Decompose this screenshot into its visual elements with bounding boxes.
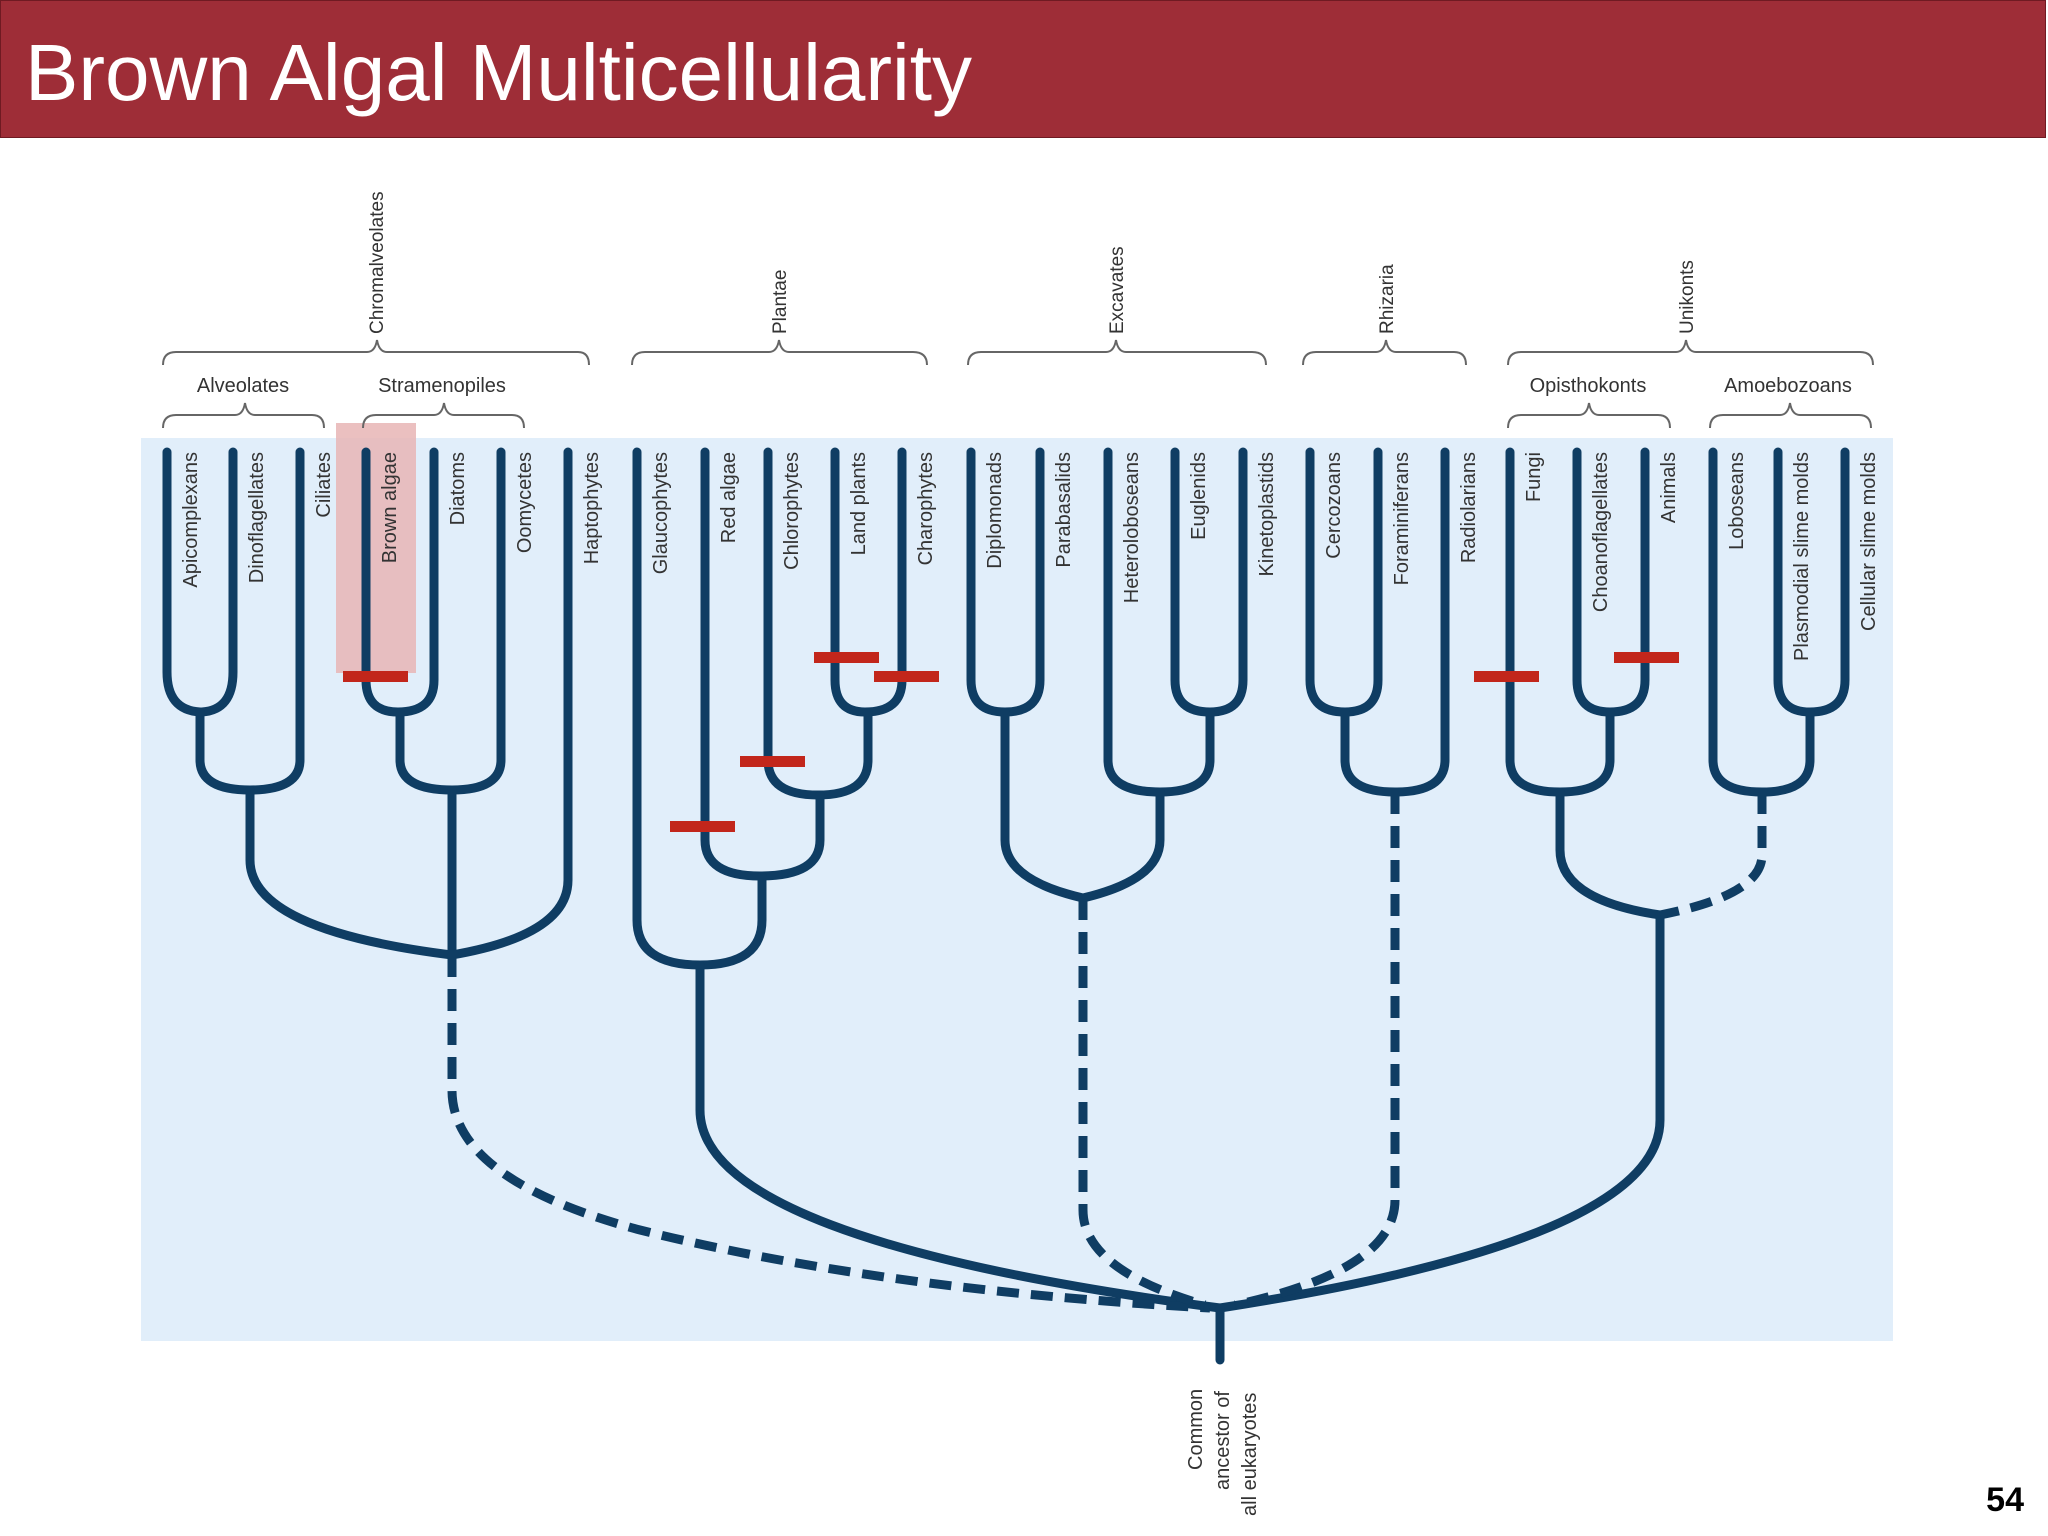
subgroup-label-amoebozoans: Amoebozoans bbox=[1724, 375, 1852, 397]
brace-stramenopiles bbox=[362, 402, 525, 429]
brace-excavates bbox=[967, 339, 1267, 366]
supergroup-labels: Chromalveolates Plantae Excavates Rhizar… bbox=[367, 191, 1698, 334]
brace-plantae bbox=[631, 339, 928, 366]
marker-charophytes bbox=[874, 671, 939, 682]
marker-animals bbox=[1614, 652, 1679, 663]
taxon-label-plasmodial-slime-molds: Plasmodial slime molds bbox=[1791, 452, 1813, 661]
taxon-label-animals: Animals bbox=[1658, 452, 1680, 523]
tree-branches bbox=[162, 447, 1850, 1365]
dashed-excavates-root bbox=[1078, 898, 1207, 1310]
taxon-label-apicomplexans: Apicomplexans bbox=[180, 452, 202, 588]
dashed-rhizaria-root bbox=[1234, 792, 1400, 1310]
brace-amoebozoans bbox=[1709, 402, 1872, 429]
brace-unikonts bbox=[1507, 339, 1874, 366]
taxon-label-ciliates: Ciliates bbox=[313, 452, 335, 518]
marker-chlorophytes bbox=[740, 756, 805, 767]
taxon-label-cercozoans: Cercozoans bbox=[1323, 452, 1345, 559]
root-label-line-3: all eukaryotes bbox=[1239, 1393, 1261, 1516]
branch-unikonts-root bbox=[1215, 910, 1665, 1313]
taxon-label-foraminiferans: Foraminiferans bbox=[1391, 452, 1413, 585]
branch-alveolates-join bbox=[245, 785, 457, 960]
supergroup-braces bbox=[162, 339, 1874, 366]
taxon-label-land-plants: Land plants bbox=[848, 452, 870, 555]
supergroup-label-chromalveolates: Chromalveolates bbox=[367, 191, 388, 334]
taxon-label-chlorophytes: Chlorophytes bbox=[781, 452, 803, 570]
taxon-label-choanoflagellates: Choanoflagellates bbox=[1590, 452, 1612, 612]
root-label-line-1: Common bbox=[1185, 1389, 1207, 1470]
brace-alveolates bbox=[162, 402, 325, 429]
page-number: 54 bbox=[1986, 1481, 2024, 1519]
dashed-amoebozoans-join bbox=[1659, 792, 1767, 920]
marker-fungi bbox=[1474, 671, 1539, 682]
subgroup-label-stramenopiles: Stramenopiles bbox=[378, 375, 506, 397]
taxon-label-kinetoplastids: Kinetoplastids bbox=[1256, 452, 1278, 577]
marker-brown-algae bbox=[343, 671, 408, 682]
taxon-label-brown-algae: Brown algae bbox=[379, 452, 401, 563]
taxon-label-fungi: Fungi bbox=[1523, 452, 1545, 502]
taxon-label-loboseans: Loboseans bbox=[1726, 452, 1748, 550]
subgroup-label-opisthokonts: Opisthokonts bbox=[1530, 375, 1647, 397]
slide-title: Brown Algal Multicellularity bbox=[25, 28, 973, 117]
taxon-labels: Apicomplexans Dinoflagellates Ciliates B… bbox=[180, 452, 1880, 661]
branch-opisthokonts-join bbox=[1555, 787, 1665, 920]
taxon-label-heteroloboseans: Heteroloboseans bbox=[1121, 452, 1143, 603]
root-label-line-2: ancestor of bbox=[1212, 1391, 1234, 1490]
supergroup-label-excavates: Excavates bbox=[1107, 246, 1128, 334]
taxon-label-radiolarians: Radiolarians bbox=[1458, 452, 1480, 563]
supergroup-label-rhizaria: Rhizaria bbox=[1377, 264, 1398, 334]
taxon-label-euglenids: Euglenids bbox=[1188, 452, 1210, 540]
taxon-label-glaucophytes: Glaucophytes bbox=[650, 452, 672, 574]
taxon-label-haptophytes: Haptophytes bbox=[581, 452, 603, 564]
taxon-label-cellular-slime-molds: Cellular slime molds bbox=[1858, 452, 1880, 631]
uncertain-branches bbox=[447, 792, 1767, 1313]
marker-red-algae bbox=[670, 821, 735, 832]
taxon-label-oomycetes: Oomycetes bbox=[514, 452, 536, 553]
title-bar: Brown Algal Multicellularity bbox=[0, 0, 2046, 138]
root-label: Common ancestor of all eukaryotes bbox=[1185, 1389, 1261, 1516]
dashed-chromalveolates-root bbox=[447, 955, 1211, 1313]
taxon-label-diatoms: Diatoms bbox=[447, 452, 469, 525]
brace-opisthokonts bbox=[1507, 402, 1671, 429]
supergroup-label-plantae: Plantae bbox=[770, 270, 791, 334]
marker-land-plants bbox=[814, 652, 879, 663]
brace-rhizaria bbox=[1302, 339, 1467, 366]
brown-algae-highlight bbox=[336, 423, 416, 673]
subgroup-braces bbox=[162, 402, 1872, 429]
branch-haptophytes-join bbox=[447, 447, 573, 960]
subgroup-label-alveolates: Alveolates bbox=[197, 375, 289, 397]
multicellularity-markers bbox=[343, 652, 1679, 832]
taxon-label-dinoflagellates: Dinoflagellates bbox=[246, 452, 268, 583]
brace-chromalveolates bbox=[162, 339, 590, 366]
taxon-label-parabasalids: Parabasalids bbox=[1053, 452, 1075, 568]
supergroup-label-unikonts: Unikonts bbox=[1677, 260, 1698, 334]
taxon-label-red-algae: Red algae bbox=[718, 452, 740, 543]
taxon-label-diplomonads: Diplomonads bbox=[984, 452, 1006, 569]
branch-plantae-root bbox=[695, 960, 1225, 1313]
subgroup-labels: Alveolates Stramenopiles Opisthokonts Am… bbox=[197, 375, 1852, 397]
taxon-label-charophytes: Charophytes bbox=[915, 452, 937, 565]
